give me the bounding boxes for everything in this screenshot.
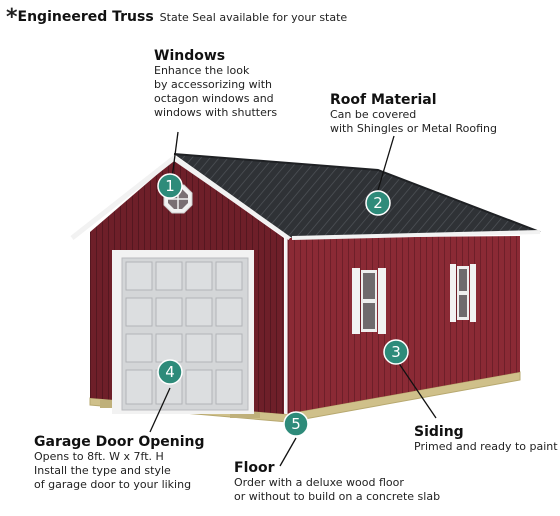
callout-windows-line-4: windows with shutters: [154, 106, 278, 119]
badge-4: 4: [157, 359, 183, 385]
leader-garage: [149, 387, 171, 433]
svg-text:4: 4: [165, 363, 175, 381]
svg-text:1: 1: [165, 177, 175, 195]
header-title: Engineered Truss: [17, 9, 154, 25]
callout-windows: Windows Enhance the look by accessorizin…: [154, 48, 277, 120]
leader-floor: [279, 437, 297, 467]
callout-siding-heading: Siding: [414, 424, 464, 440]
callout-garage-line-2: Install the type and style: [34, 464, 171, 477]
callout-floor-heading: Floor: [234, 460, 275, 476]
callout-windows-line-1: Enhance the look: [154, 64, 250, 77]
callout-floor: Floor Order with a deluxe wood floor or …: [234, 460, 440, 504]
garage-door-panels: [125, 261, 243, 405]
callout-siding: Siding Primed and ready to paint: [414, 424, 558, 454]
badge-2: 2: [365, 190, 391, 216]
callout-garage-line-1: Opens to 8ft. W x 7ft. H: [34, 450, 164, 463]
side-wall: [286, 236, 520, 414]
callout-floor-line-2: or without to build on a concrete slab: [234, 490, 441, 503]
leader-windows: [171, 131, 179, 179]
callout-windows-line-2: by accessorizing with: [154, 78, 272, 91]
badge-3: 3: [383, 339, 409, 365]
callout-garage-line-3: of garage door to your liking: [34, 478, 192, 491]
callout-windows-line-3: octagon windows and: [154, 92, 274, 105]
callout-roof-line-2: with Shingles or Metal Roofing: [330, 122, 497, 135]
callout-garage-heading: Garage Door Opening: [34, 434, 205, 450]
callout-roof-heading: Roof Material: [330, 92, 437, 108]
header: *Engineered Truss State Seal available fo…: [6, 6, 348, 29]
callout-siding-line-1: Primed and ready to paint: [414, 440, 558, 453]
badge-5: 5: [283, 411, 309, 437]
callout-floor-line-1: Order with a deluxe wood floor: [234, 476, 404, 489]
roof: [174, 154, 540, 238]
leader-roof: [377, 135, 395, 191]
badge-1: 1: [157, 173, 183, 199]
svg-text:2: 2: [373, 194, 383, 212]
side-window-2: [450, 264, 476, 322]
side-window-1: [352, 268, 386, 334]
header-star: *: [6, 5, 18, 30]
callout-garage: Garage Door Opening Opens to 8ft. W x 7f…: [34, 434, 205, 492]
header-subtitle: State Seal available for your state: [159, 11, 348, 24]
callout-roof: Roof Material Can be covered with Shingl…: [330, 92, 497, 136]
svg-text:3: 3: [391, 343, 401, 361]
callout-roof-line-1: Can be covered: [330, 108, 417, 121]
leader-siding: [397, 361, 437, 419]
svg-text:5: 5: [291, 415, 301, 433]
callout-windows-heading: Windows: [154, 48, 226, 64]
